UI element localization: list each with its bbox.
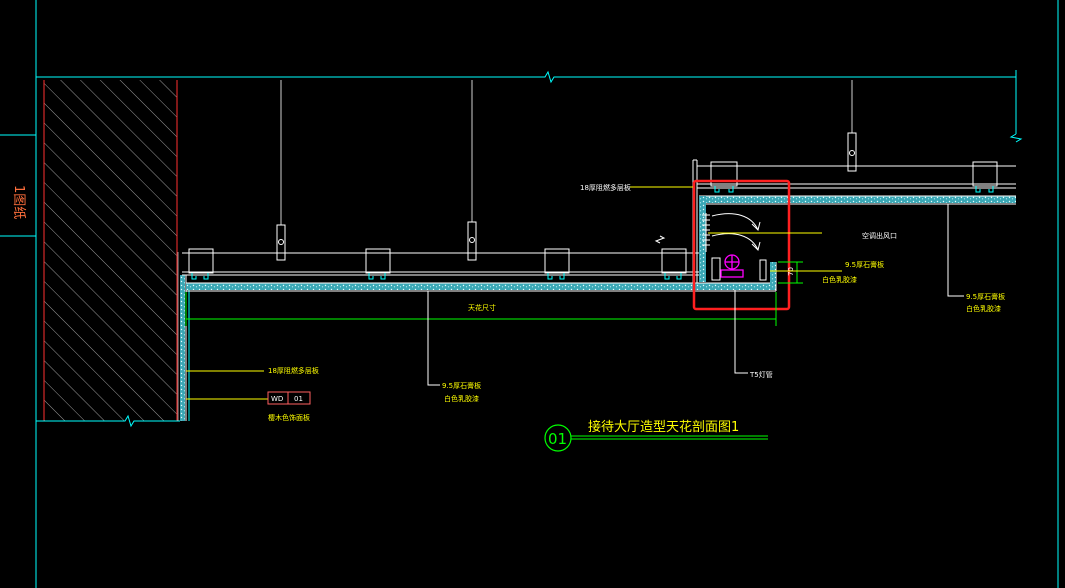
dim-ceiling-width	[185, 292, 777, 326]
label-latex-c: 白色乳胶漆	[444, 394, 479, 403]
lamp-trough	[711, 257, 767, 281]
label-gypsum-a: 9.5厚石膏板	[845, 260, 884, 269]
label-gypsum-c: 9.5厚石膏板	[442, 381, 481, 390]
leader-lines	[186, 186, 842, 400]
label-latex-a: 白色乳胶漆	[822, 275, 857, 284]
concrete-wall	[36, 80, 180, 428]
hanger-clips	[276, 132, 857, 261]
title-text: 接待大厅造型天花剖面图1	[588, 419, 739, 435]
drawing-title: 01 接待大厅造型天花剖面图1	[544, 419, 768, 452]
label-aircon-outlet: 空调出风口	[862, 231, 897, 240]
lower-runner	[182, 248, 700, 276]
side-label: 1图纸	[11, 185, 26, 219]
lower-ceiling-board	[186, 262, 777, 292]
slab-line	[36, 70, 1023, 143]
leader-lines-white	[427, 204, 964, 386]
dim-trough-height	[778, 261, 803, 284]
highlight-box	[692, 179, 791, 311]
label-latex-b: 白色乳胶漆	[966, 304, 1001, 313]
title-number: 01	[548, 430, 567, 448]
label-plywood-top: 18厚阻燃多层板	[580, 183, 631, 192]
wd-tag-number: 01	[294, 395, 303, 403]
wall-lining	[177, 252, 190, 421]
label-gypsum-b: 9.5厚石膏板	[966, 292, 1005, 301]
upper-clip-feet	[714, 186, 994, 193]
upper-ceiling-board	[699, 195, 1016, 282]
dim-ceiling-width-label: 天花尺寸	[468, 303, 496, 312]
label-lamp-trough: T5灯管	[749, 370, 773, 379]
hanger-rods	[280, 80, 853, 225]
dim-trough-height-label: 70	[787, 267, 795, 276]
wd-tag: WD 01	[267, 391, 311, 405]
t5-lamp-fixture	[720, 254, 744, 278]
air-outlet	[702, 213, 761, 252]
lower-clip-feet	[191, 273, 682, 280]
label-wood-veneer: 樱木色饰面板	[268, 413, 310, 422]
wd-tag-code: WD	[271, 395, 283, 403]
upper-runner	[697, 161, 1016, 189]
label-plywood-left: 18厚阻燃多层板	[268, 366, 319, 375]
